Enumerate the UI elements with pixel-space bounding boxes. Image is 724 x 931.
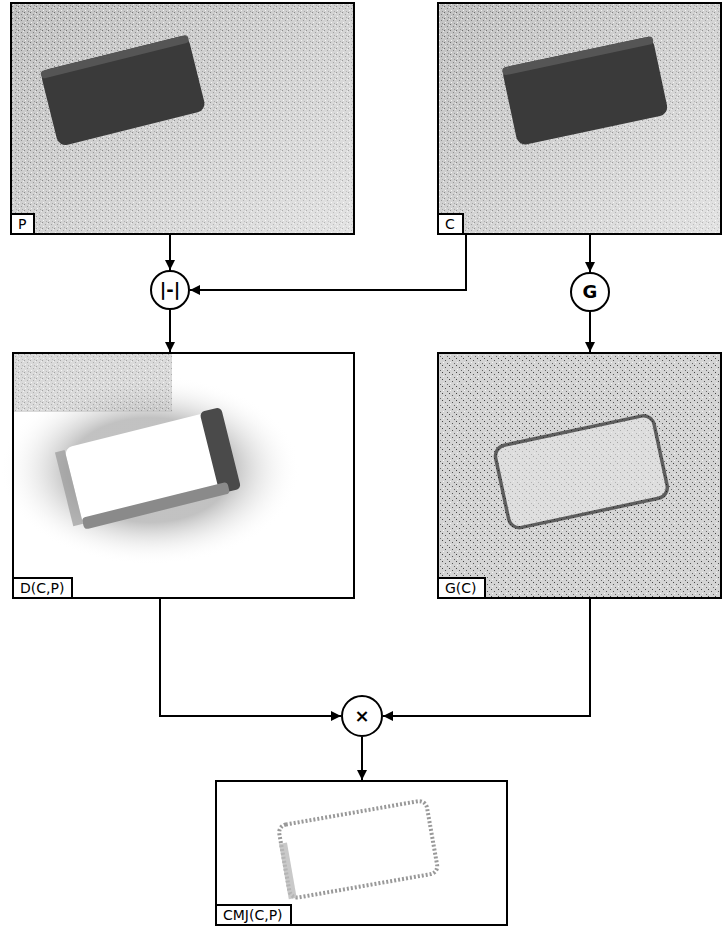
- arrow-connector: [589, 312, 591, 352]
- image-label: CMJ(C,P): [217, 904, 292, 924]
- arrow-connector: [160, 599, 341, 716]
- image-p: [10, 2, 355, 235]
- image-label: P: [12, 213, 35, 233]
- image-difference: [0, 352, 355, 599]
- image-label: C: [439, 213, 464, 233]
- operator-symbol: |-|: [160, 281, 181, 299]
- operator-circle: |-|: [150, 270, 190, 310]
- operator-circle: G: [570, 272, 610, 312]
- image-panel: CMJ(C,P): [215, 780, 508, 926]
- image-label: G(C): [439, 577, 486, 597]
- image-c: [437, 2, 722, 235]
- image-panel: P: [10, 2, 355, 235]
- arrow-connector: [169, 235, 171, 270]
- image-label: D(C,P): [14, 577, 73, 597]
- arrow-connector: [589, 235, 591, 272]
- operator-symbol: G: [583, 283, 598, 301]
- image-gradient: [437, 352, 722, 599]
- operator-symbol: ×: [354, 707, 369, 725]
- image-panel: C: [437, 2, 722, 235]
- arrow-connector: [361, 737, 363, 780]
- arrow-connector: [383, 599, 590, 716]
- operator-circle: ×: [341, 695, 383, 737]
- image-change-map: [215, 780, 508, 926]
- arrow-connector: [190, 235, 466, 290]
- image-panel: D(C,P): [12, 352, 355, 599]
- image-panel: G(C): [437, 352, 722, 599]
- arrow-connector: [169, 310, 171, 352]
